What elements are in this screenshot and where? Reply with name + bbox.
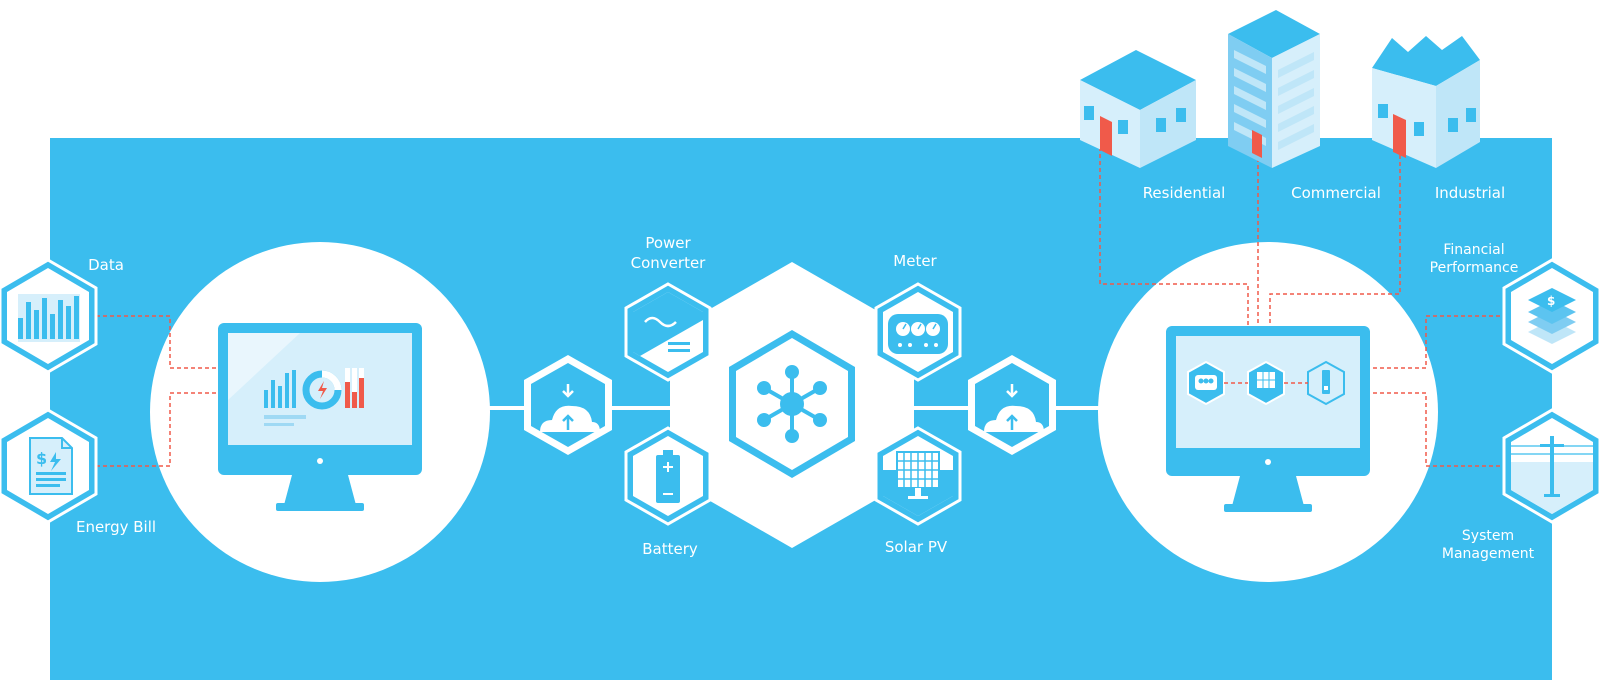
label-energy-bill: Energy Bill [75, 518, 157, 536]
industrial-building [1372, 36, 1480, 168]
commercial-building [1228, 10, 1320, 168]
label-system-line1: System [1461, 528, 1515, 544]
meter-hex [874, 282, 962, 382]
bar-chart-icon [18, 294, 80, 342]
financial-performance-hex: $ [1502, 258, 1600, 374]
battery-icon [656, 450, 680, 503]
network-hub-icon [757, 365, 827, 443]
left-cloud-sync-hex [524, 355, 612, 455]
meter-icon [1187, 360, 1225, 406]
monitor-icon [1166, 326, 1370, 512]
battery-hex [624, 426, 712, 526]
label-data: Data [88, 256, 124, 274]
label-solar-pv: Solar PV [884, 538, 948, 556]
monitor-icon [218, 323, 422, 511]
energy-bill-icon: $ [29, 437, 73, 495]
label-meter: Meter [893, 252, 937, 270]
svg-text:$: $ [36, 449, 47, 468]
stacked-layers-dollar-icon: $ [1528, 288, 1576, 344]
left-dashed-connectors [96, 315, 218, 467]
svg-text:$: $ [1547, 294, 1555, 308]
cloud-sync-icon [540, 384, 600, 432]
battery-icon [1307, 360, 1345, 406]
utility-pole-icon [1511, 436, 1593, 514]
solar-panel-icon [1247, 360, 1285, 406]
label-financial-line1: Financial [1443, 242, 1505, 258]
meter-icon [888, 314, 948, 354]
label-battery: Battery [642, 540, 698, 558]
system-management-hex [1502, 408, 1600, 524]
data-hex [0, 258, 98, 374]
power-converter-hex [624, 282, 712, 382]
label-industrial: Industrial [1434, 184, 1506, 202]
label-commercial: Commercial [1291, 184, 1381, 202]
right-dashed-connectors [1099, 140, 1500, 467]
red-bar-chart-icon [345, 368, 364, 408]
residential-building [1080, 50, 1196, 168]
donut-chart-icon [302, 370, 342, 410]
left-monitor-group [150, 242, 490, 582]
solar-pv-hex [874, 426, 962, 526]
power-converter-icon [633, 292, 703, 356]
central-hub [670, 262, 914, 548]
label-power-converter-line1: Power [645, 234, 691, 252]
solar-panel-icon [883, 451, 953, 516]
cloud-sync-icon [984, 384, 1044, 432]
right-monitor-group [1098, 242, 1438, 582]
energy-bill-hex: $ [0, 408, 98, 524]
right-cloud-sync-hex [968, 355, 1056, 455]
label-power-converter-line2: Converter [630, 254, 706, 272]
bar-chart-icon [264, 370, 296, 408]
label-residential: Residential [1142, 184, 1226, 202]
label-system-line2: Management [1441, 546, 1535, 562]
label-financial-line2: Performance [1429, 260, 1519, 276]
